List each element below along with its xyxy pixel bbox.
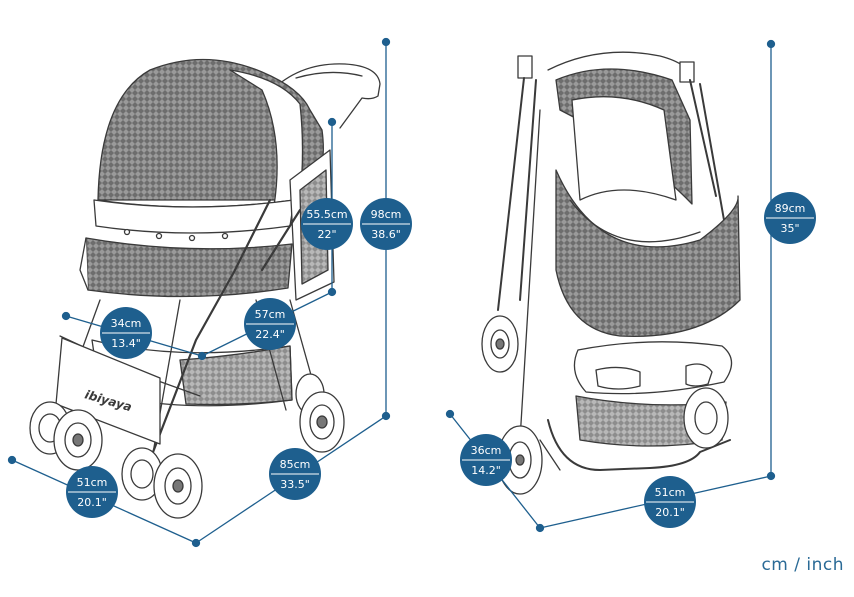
badge-imperial: 22"	[317, 228, 336, 241]
badge-imperial: 14.2"	[471, 464, 501, 477]
badge-folded-height: 89cm 35"	[764, 192, 816, 244]
badge-seat-length: 57cm 22.4"	[244, 298, 296, 350]
badge-metric: 51cm	[77, 476, 108, 489]
handle-bar	[269, 63, 381, 129]
badge-metric: 89cm	[775, 202, 806, 215]
badge-metric: 51cm	[655, 486, 686, 499]
folded-seat-fabric	[555, 169, 741, 338]
front-wheels	[29, 401, 203, 519]
front-mesh-window	[85, 237, 293, 298]
badge-width: 51cm 20.1"	[66, 466, 118, 518]
badge-metric: 85cm	[280, 458, 311, 471]
badge-imperial: 13.4"	[111, 337, 141, 350]
badge-metric: 34cm	[111, 317, 142, 330]
rear-wheels	[295, 373, 345, 453]
badge-imperial: 38.6"	[371, 228, 401, 241]
badge-metric: 36cm	[471, 444, 502, 457]
unit-legend: cm / inch	[761, 555, 844, 575]
badge-imperial: 20.1"	[655, 506, 685, 519]
folded-wheels	[481, 315, 729, 495]
badge-total-height: 98cm 38.6"	[360, 198, 412, 250]
badge-metric: 55.5cm	[306, 208, 347, 221]
front-panel	[55, 337, 161, 445]
badge-imperial: 33.5"	[280, 478, 310, 491]
badge-metric: 57cm	[255, 308, 286, 321]
badge-length: 85cm 33.5"	[269, 448, 321, 500]
badge-imperial: 20.1"	[77, 496, 107, 509]
folded-stroller-drawing	[497, 51, 741, 471]
badge-canopy-height: 55.5cm 22"	[301, 198, 353, 250]
badge-imperial: 35"	[780, 222, 799, 235]
badge-folded-depth: 36cm 14.2"	[460, 434, 512, 486]
badge-folded-width: 51cm 20.1"	[644, 476, 696, 528]
body-band	[93, 199, 295, 234]
badge-metric: 98cm	[371, 208, 402, 221]
badge-seat-depth: 34cm 13.4"	[100, 307, 152, 359]
badge-imperial: 22.4"	[255, 328, 285, 341]
